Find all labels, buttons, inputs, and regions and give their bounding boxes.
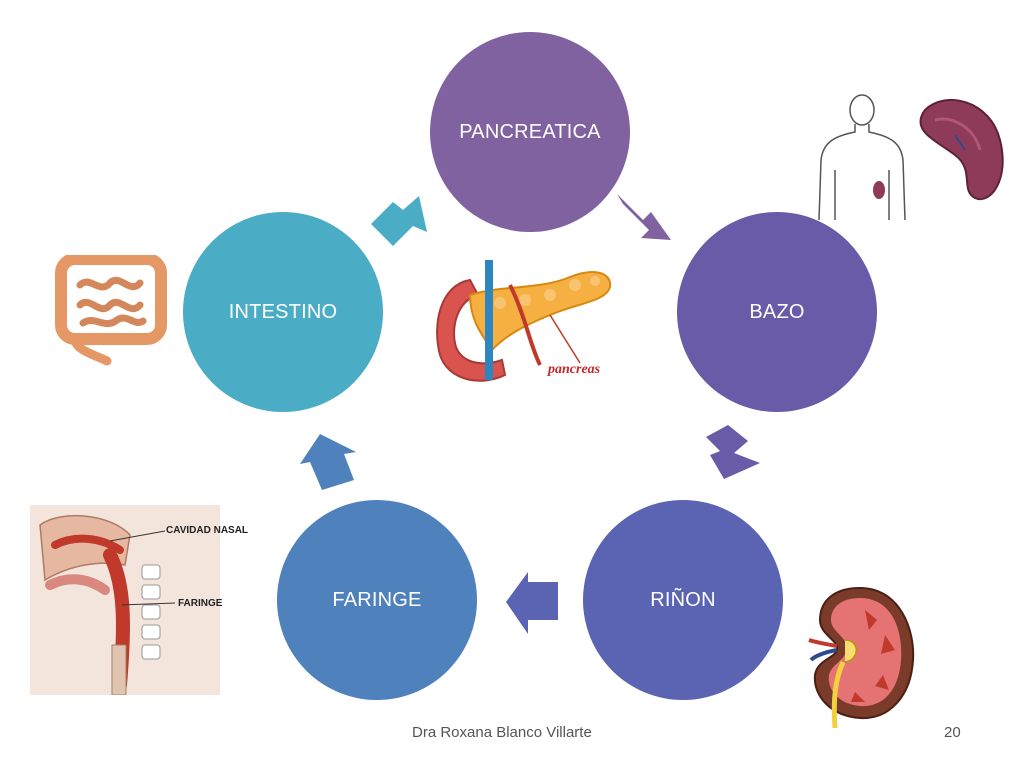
nasal-cavity-label: CAVIDAD NASAL: [166, 525, 248, 536]
node-pancreatica: PANCREATICA: [430, 32, 630, 232]
pancreas-label: pancreas: [547, 362, 601, 377]
pharynx-label: FARINGE: [178, 598, 223, 609]
node-faringe: FARINGE: [277, 500, 477, 700]
spleen-illustration: [818, 94, 1004, 220]
arrow-bazo-to-rinon: [706, 425, 760, 479]
pancreas-illustration: pancreas: [436, 260, 612, 382]
node-label: PANCREATICA: [459, 120, 601, 143]
arrow-faringe-to-intestino: [300, 434, 356, 490]
node-label: BAZO: [749, 300, 805, 323]
node-bazo: BAZO: [677, 212, 877, 412]
arrow-intestino-to-pancreatica: [371, 196, 427, 246]
arrow-pancreatica-to-bazo: [617, 194, 671, 240]
arrow-rinon-to-faringe: [506, 572, 558, 634]
footer-author: Dra Roxana Blanco Villarte: [412, 724, 592, 741]
node-intestino: INTESTINO: [183, 212, 383, 412]
page-number: 20: [944, 724, 961, 741]
node-label: INTESTINO: [228, 300, 338, 323]
node-label: RIÑON: [650, 588, 716, 611]
node-label: FARINGE: [332, 588, 422, 611]
node-rinon: RIÑON: [583, 500, 783, 700]
intestine-illustration: [55, 255, 167, 366]
kidney-illustration: [808, 586, 915, 729]
pharynx-illustration: CAVIDAD NASAL FARINGE: [30, 505, 248, 695]
